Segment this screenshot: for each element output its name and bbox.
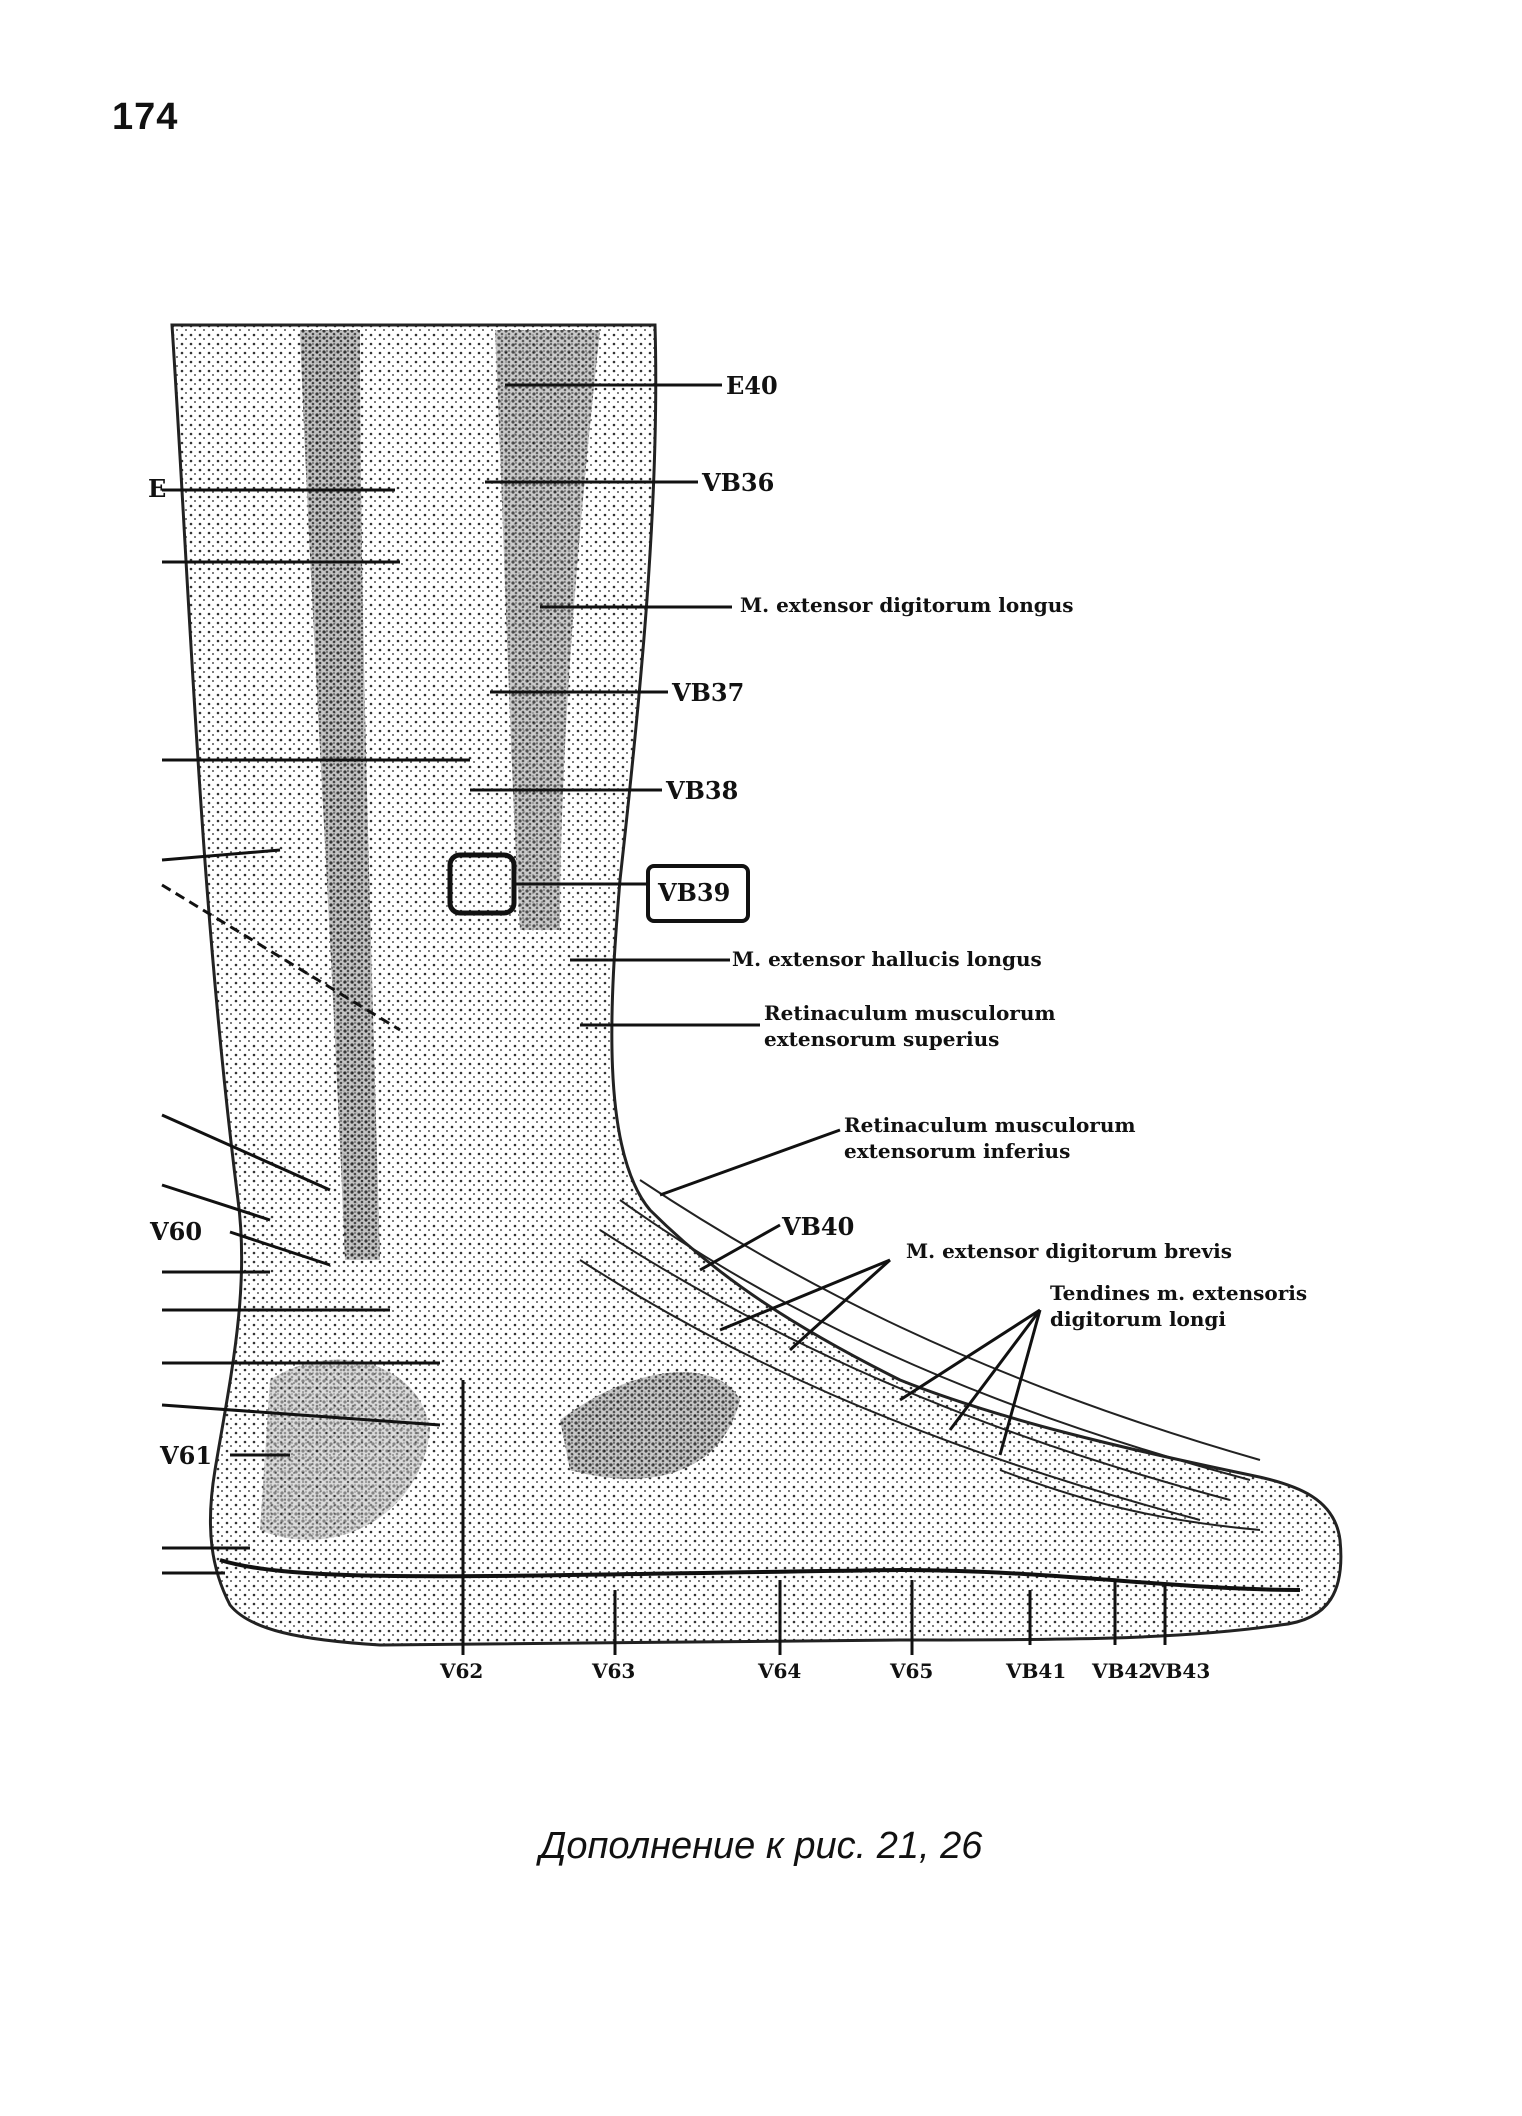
label-v61: V61: [159, 1441, 212, 1470]
calcaneus: [260, 1359, 430, 1540]
label-vb40: VB40: [781, 1212, 854, 1241]
label-vb36: VB36: [701, 468, 774, 497]
muscle-band-lateral: [495, 330, 600, 930]
label-retinaculum-sup-1: Retinaculum musculorum: [764, 1001, 1056, 1025]
label-vb38: VB38: [665, 776, 738, 805]
label-ext-dig-brevis: M. extensor digitorum brevis: [906, 1239, 1232, 1263]
label-v62: V62: [439, 1659, 483, 1683]
label-vb42: VB42: [1091, 1659, 1152, 1683]
page-number: 174: [112, 96, 179, 138]
leg-outline: [170, 323, 1343, 1647]
tendon-lines: [579, 1179, 1261, 1531]
left-leader-lines: [161, 488, 470, 1575]
foot-muscle-mass: [560, 1372, 740, 1479]
label-tendines-1: Tendines m. extensoris: [1050, 1281, 1307, 1305]
right-leader-lines: [470, 383, 1042, 1456]
label-ext-dig-long: M. extensor digitorum longus: [740, 593, 1074, 617]
figure-caption: Дополнение к рис. 21, 26: [539, 1825, 983, 1867]
label-tendines-2: digitorum longi: [1050, 1307, 1226, 1331]
label-vb37: VB37: [671, 678, 744, 707]
label-v63: V63: [591, 1659, 635, 1683]
label-ext-hal-long: M. extensor hallucis longus: [732, 947, 1042, 971]
label-retinaculum-inf-2: extensorum inferius: [844, 1139, 1070, 1163]
bottom-leader-lines: [461, 1380, 1167, 1655]
label-vb39: VB39: [657, 878, 730, 907]
vb39-label-box: [646, 864, 750, 923]
label-v60: V60: [149, 1217, 202, 1246]
label-vb41: VB41: [1005, 1659, 1066, 1683]
label-retinaculum-inf-1: Retinaculum musculorum: [844, 1113, 1136, 1137]
label-v65: V65: [889, 1659, 933, 1683]
label-v64: V64: [757, 1659, 801, 1683]
label-retinaculum-sup-2: extensorum superius: [764, 1027, 999, 1051]
label-e: E: [148, 474, 166, 503]
sole-line: [219, 1558, 1301, 1592]
label-vb43: VB43: [1149, 1659, 1210, 1683]
label-e40: E40: [726, 371, 778, 400]
